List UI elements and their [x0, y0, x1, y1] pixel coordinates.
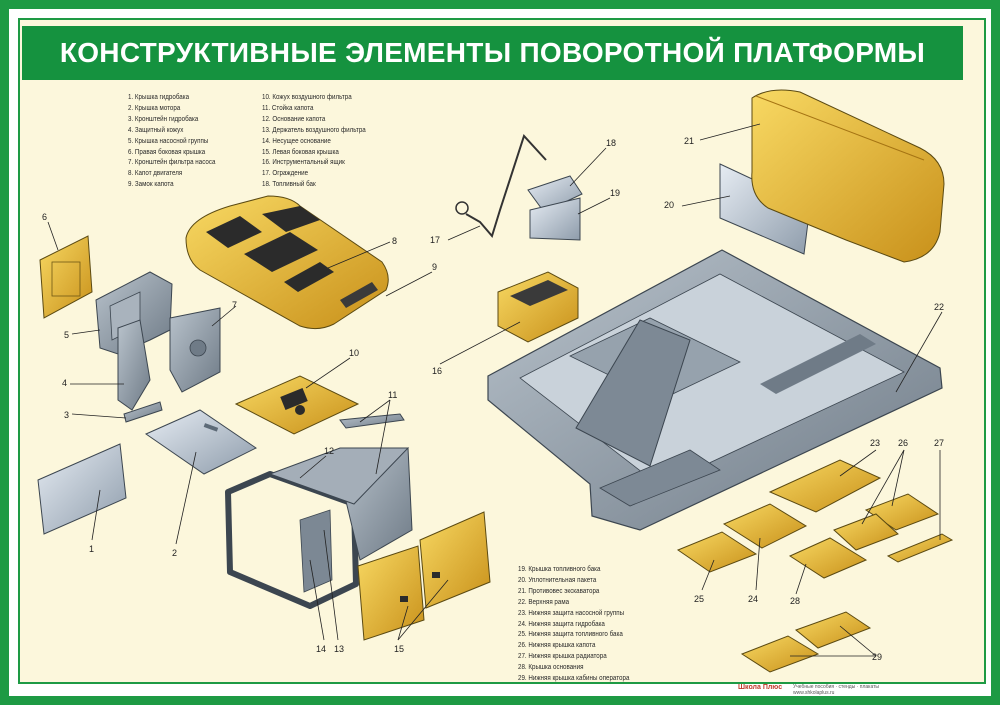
label-6: 6	[42, 212, 47, 222]
part-21-counterweight	[751, 89, 945, 263]
label-7: 7	[232, 300, 237, 310]
part-2-motor-cover	[144, 409, 257, 475]
label-26: 26	[898, 438, 908, 448]
label-23: 23	[870, 438, 880, 448]
label-13: 13	[334, 644, 344, 654]
legend-item: 13. Держатель воздушного фильтра	[262, 124, 366, 134]
part-23-pump-guard	[768, 459, 882, 513]
footer-line-1: Учебные пособия · стенды · плакаты	[793, 684, 880, 690]
legend-item: 18. Топливный бак	[262, 179, 316, 189]
part-18-fuel-tank	[527, 175, 583, 241]
part-3-tank-bracket	[123, 401, 163, 423]
part-number-labels: 1 2 3 4 5 6 7 8 9 10 11 12 13 14 15 16 1…	[42, 136, 944, 662]
legend-item: 27. Нижняя крышка радиатора	[518, 651, 607, 661]
part-7-filter-bracket	[169, 307, 221, 393]
part-1-tank-cover	[37, 443, 127, 535]
label-10: 10	[349, 348, 359, 358]
legend-item: 25. Нижняя защита топливного бака	[518, 629, 623, 639]
label-22: 22	[934, 302, 944, 312]
legend-item: 22. Верхняя рама	[518, 596, 570, 606]
part-15-left-side-cover	[357, 511, 491, 641]
label-19: 19	[610, 188, 620, 198]
label-24: 24	[748, 594, 758, 604]
part-4-protective-casing	[117, 319, 151, 411]
legend-item: 14. Несущее основание	[262, 135, 331, 145]
part-27-radiator-bottom	[886, 533, 954, 563]
part-24-tank-guard	[722, 503, 808, 549]
label-28: 28	[790, 596, 800, 606]
label-14: 14	[316, 644, 326, 654]
label-8: 8	[392, 236, 397, 246]
legend-item: 17. Ограждение	[262, 168, 309, 178]
legend-item: 10. Кожух воздушного фильтра	[262, 92, 352, 101]
part-10-air-filter-casing	[234, 375, 360, 435]
legend-item: 28. Крышка основания	[518, 662, 584, 672]
label-29: 29	[872, 652, 882, 662]
legend-item: 23. Нижняя защита насосной группы	[518, 607, 625, 617]
legend-item: 19. Крышка топливного бака	[518, 564, 601, 573]
label-17: 17	[430, 235, 440, 245]
label-1: 1	[89, 544, 94, 554]
label-16: 16	[432, 366, 442, 376]
legend-item: 5. Крышка насосной группы	[128, 135, 209, 145]
label-5: 5	[64, 330, 69, 340]
part-16-tool-box	[497, 271, 579, 343]
label-15: 15	[394, 644, 404, 654]
label-18: 18	[606, 138, 616, 148]
legend-item: 8. Капот двигателя	[128, 168, 183, 178]
legend-item: 21. Противовес экскаватора	[518, 585, 600, 595]
legend-item: 15. Левая боковая крышка	[262, 146, 339, 156]
label-9: 9	[432, 262, 437, 272]
legend-item: 11. Стойка капота	[262, 102, 314, 112]
part-6-right-side-cover	[39, 235, 93, 319]
legend-item: 26. Нижняя крышка капота	[518, 640, 596, 650]
label-12: 12	[324, 446, 334, 456]
part-14-bearing-frame	[225, 447, 413, 609]
label-21: 21	[684, 136, 694, 146]
label-2: 2	[172, 548, 177, 558]
legend-item: 4. Защитный кожух	[128, 124, 184, 134]
footer-line-2: www.shkolaplus.ru	[793, 690, 835, 696]
part-26-hood-bottom	[833, 493, 940, 551]
part-28-base-cover	[788, 537, 868, 579]
label-27: 27	[934, 438, 944, 448]
poster-title: КОНСТРУКТИВНЫЕ ЭЛЕМЕНТЫ ПОВОРОТНОЙ ПЛАТФ…	[22, 26, 963, 80]
label-11: 11	[388, 390, 397, 400]
part-11-hood-post	[339, 413, 405, 429]
legend-item: 2. Крышка мотора	[128, 102, 181, 112]
part-29-cabin-bottom	[740, 611, 872, 673]
label-4: 4	[62, 378, 67, 388]
label-20: 20	[664, 200, 674, 210]
legend-item: 29. Нижняя крышка кабины оператора	[518, 673, 630, 683]
part-22-upper-frame	[487, 249, 943, 531]
legend-item: 9. Замок капота	[128, 179, 174, 189]
part-25-fuel-guard	[676, 531, 758, 573]
legend-item: 1. Крышка гидробака	[128, 92, 190, 101]
legend-item: 3. Кронштейн гидробака	[128, 113, 199, 123]
part-17-railing	[455, 134, 547, 239]
legend-item: 20. Уплотнительная пакета	[518, 574, 597, 584]
legend-item: 24. Нижняя защита гидробака	[518, 618, 605, 628]
legend-item: 7. Кронштейн фильтра насоса	[128, 157, 216, 167]
part-8-engine-hood	[185, 195, 389, 330]
legend-item: 6. Правая боковая крышка	[128, 146, 206, 156]
label-25: 25	[694, 594, 704, 604]
footer-contacts: Учебные пособия · стенды · плакаты www.s…	[793, 684, 973, 696]
brand-logo-text: Школа Плюс	[738, 684, 783, 691]
leader-lines	[47, 123, 943, 657]
label-3: 3	[64, 410, 69, 420]
legend-item: 12. Основание капота	[262, 113, 326, 123]
legend-item: 16. Инструментальный ящик	[262, 157, 345, 167]
